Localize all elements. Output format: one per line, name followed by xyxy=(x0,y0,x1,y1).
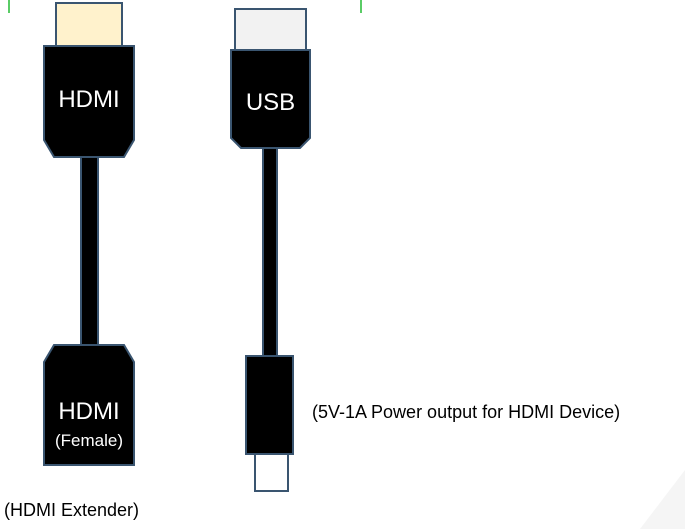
hdmi-connector-female xyxy=(43,344,135,466)
usb-cable xyxy=(230,8,311,492)
usb-connector-top xyxy=(230,49,311,149)
usb-caption: (5V-1A Power output for HDMI Device) xyxy=(312,402,621,422)
hdmi-caption: (HDMI Extender) xyxy=(4,500,140,520)
usb-top-label: USB xyxy=(245,89,296,116)
hdmi-bottom-label: HDMI xyxy=(58,398,120,425)
hdmi-bottom-sublabel: (Female) xyxy=(54,431,123,450)
hdmi-top-label: HDMI xyxy=(58,86,120,113)
corner-decoration xyxy=(640,470,685,529)
usb-plug-tip xyxy=(234,8,307,51)
usb-micro-connector xyxy=(245,355,294,455)
hdmi-cable xyxy=(43,2,135,466)
hdmi-plug-tip xyxy=(55,2,123,47)
hdmi-connector-top xyxy=(43,45,135,158)
usb-micro-tip xyxy=(254,453,289,492)
hdmi-cable-wire xyxy=(80,156,99,346)
usb-cable-wire xyxy=(262,147,278,357)
